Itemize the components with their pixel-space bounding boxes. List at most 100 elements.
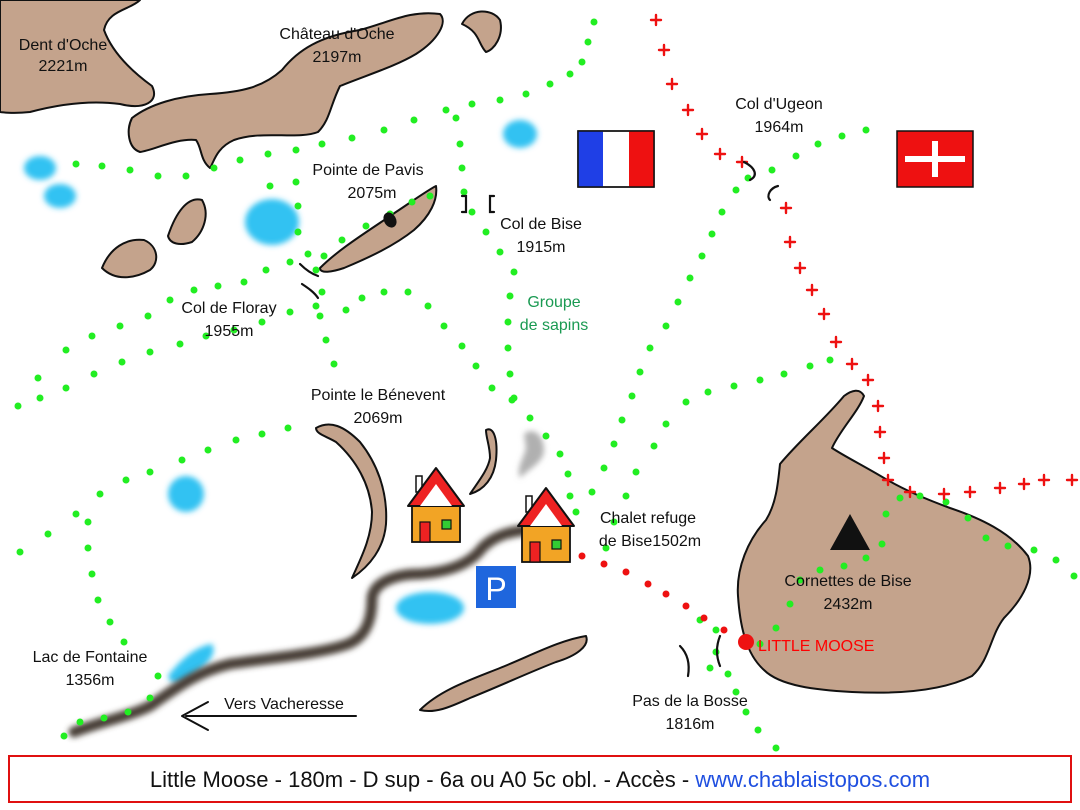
trail-dot — [826, 356, 834, 364]
pass-bracket — [488, 194, 496, 214]
border-cross — [793, 261, 807, 275]
trail-dot — [718, 208, 726, 216]
label-vers-vacheresse: Vers Vacheresse — [224, 696, 344, 713]
trail-dot — [780, 370, 788, 378]
trail-dot — [482, 228, 490, 236]
pointe-le-benevent-ridge — [315, 423, 388, 579]
trail-dot — [942, 498, 950, 506]
trail-dot — [590, 18, 598, 26]
trail-dot — [862, 554, 870, 562]
lake-de-fontaine — [168, 644, 214, 683]
trail-dot — [786, 600, 794, 608]
lake — [24, 156, 56, 180]
trail-dot — [496, 248, 504, 256]
trail-dot — [76, 718, 84, 726]
trail-dot — [380, 288, 388, 296]
trail-dot — [294, 202, 302, 210]
parking-icon: P — [476, 566, 516, 608]
trail-dot — [578, 58, 586, 66]
trail-dot — [312, 302, 320, 310]
trail-dot — [204, 446, 212, 454]
trail-dot — [508, 396, 516, 404]
trail-dot — [1004, 542, 1012, 550]
trail-dot — [556, 450, 564, 458]
border-cross — [861, 373, 875, 387]
trail-dot — [796, 576, 804, 584]
trail-dot — [588, 488, 596, 496]
label-little-moose: LITTLE MOOSE — [758, 638, 874, 655]
trail-dot — [732, 688, 740, 696]
footer-link[interactable]: www.chablaistopos.com — [694, 767, 930, 792]
border-cross — [657, 43, 671, 57]
trail-dot — [176, 340, 184, 348]
pass-bracket — [298, 262, 320, 278]
trail-dot — [610, 440, 618, 448]
border-line — [649, 13, 1079, 501]
trail-dot — [286, 258, 294, 266]
trail-dot — [650, 442, 658, 450]
trail-dot — [232, 436, 240, 444]
trail-dot — [896, 494, 904, 502]
trail-dot — [742, 708, 750, 716]
trail-dot — [318, 140, 326, 148]
lake — [245, 199, 299, 245]
dent-doche-rock — [0, 0, 155, 114]
trail-dot — [458, 342, 466, 350]
trail-dot — [34, 374, 42, 382]
trail-dot — [682, 398, 690, 406]
trail-dot — [510, 268, 518, 276]
trail-dot — [146, 694, 154, 702]
border-cross — [963, 485, 977, 499]
trail-dot — [662, 322, 670, 330]
trail-dot — [320, 252, 328, 260]
trail-dot — [504, 318, 512, 326]
lakes — [24, 120, 537, 683]
route-dot — [720, 626, 728, 634]
trail-dot — [686, 274, 694, 282]
trail-dot — [636, 368, 644, 376]
trail-dot — [214, 282, 222, 290]
trail-dot — [316, 312, 324, 320]
trail-dot — [230, 326, 238, 334]
parking-label: P — [485, 571, 506, 607]
chateau-doche-ridge — [127, 12, 444, 169]
fir-group-smudge — [518, 431, 544, 478]
pass-bracket — [678, 644, 690, 678]
pointe-de-pavis-ridge — [319, 185, 438, 273]
lake — [168, 476, 204, 512]
trail-dot — [258, 318, 266, 326]
trail-dot — [286, 308, 294, 316]
trail-dot — [506, 292, 514, 300]
trail-dot — [426, 192, 434, 200]
border-cross — [881, 473, 895, 487]
trail-dot — [468, 100, 476, 108]
chalet-left-icon — [407, 467, 465, 543]
trail-dot — [982, 534, 990, 542]
route-dot — [622, 568, 630, 576]
trail-dot — [14, 402, 22, 410]
trail-dot — [122, 476, 130, 484]
vers-vacheresse-arrow-icon — [181, 701, 357, 731]
pass-bracket — [767, 184, 780, 202]
trail-dot — [806, 362, 814, 370]
trail-dot — [506, 370, 514, 378]
border-cross — [649, 13, 663, 27]
trail-dot — [424, 302, 432, 310]
trail-dot — [632, 468, 640, 476]
pass-bracket — [300, 282, 320, 300]
border-cross — [845, 357, 859, 371]
border-cross — [873, 425, 887, 439]
border-cross — [903, 485, 917, 499]
footer-text: Little Moose - 180m - D sup - 6a ou A0 5… — [150, 767, 930, 792]
trail-dot — [116, 322, 124, 330]
trail-dot — [348, 134, 356, 142]
trail-dot — [16, 548, 24, 556]
trail-dot — [838, 132, 846, 140]
trail-dot — [182, 172, 190, 180]
route-dot — [600, 560, 608, 568]
trail-dot — [754, 726, 762, 734]
